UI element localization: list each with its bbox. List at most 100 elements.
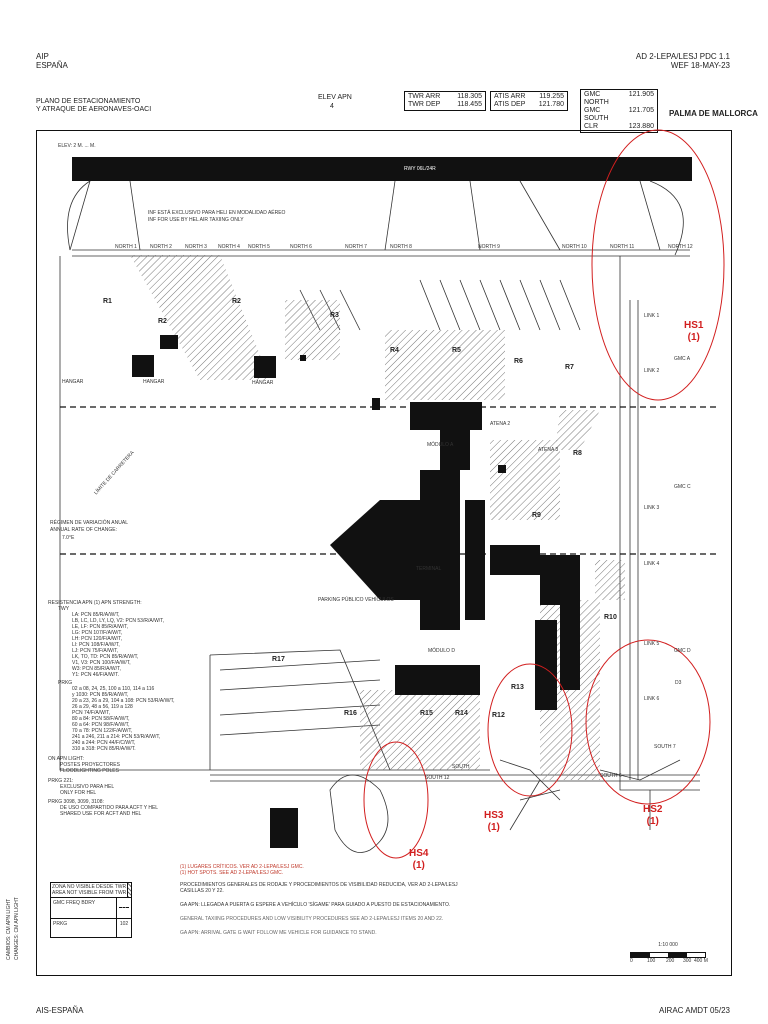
twy-strength-line: Y1: PCN 46/F/A/W/T. <box>72 672 119 678</box>
scale-tick: 100 <box>647 958 656 964</box>
hotspot-circles <box>363 129 725 859</box>
legend-dash-swatch <box>116 898 131 918</box>
taxiway-north-12: NORTH 12 <box>668 244 693 250</box>
link-4: LINK 4 <box>644 561 660 567</box>
hotspot-id: HS1 <box>684 320 704 331</box>
gmc-d-label: GMC D <box>674 648 691 654</box>
d3-label: D3 <box>675 680 682 686</box>
stand-r17: R17 <box>272 656 285 663</box>
footer-amendment: AIRAC AMDT 05/23 <box>659 1006 730 1015</box>
freq-value: 121.905 <box>628 91 654 98</box>
terminal-module-a <box>410 402 482 430</box>
scale-bar-graphic <box>630 952 706 958</box>
elev-apn-label: ELEV APN <box>318 94 352 101</box>
legend-box: ZONA NO VISIBLE DESDE TWR AREA NOT VISIB… <box>50 882 132 938</box>
south-12: SOUTH 12 <box>425 775 450 781</box>
hs4-circle <box>363 741 429 859</box>
legend-row-text: ZONA NO VISIBLE DESDE TWR AREA NOT VISIB… <box>51 883 127 897</box>
legend-hatch-swatch <box>127 883 131 897</box>
freq-name: ATIS DEP <box>494 101 526 108</box>
side-changes-en: CHANGES: CM APN LIGHT <box>14 897 20 960</box>
prkg-strength-line: y 1030: PCN 85/R/A/W/T, <box>72 692 129 698</box>
footer-publisher: AIS-ESPAÑA <box>36 1006 84 1015</box>
freq-value: 118.455 <box>457 101 482 108</box>
legend-row-not-visible: ZONA NO VISIBLE DESDE TWR AREA NOT VISIB… <box>51 883 131 898</box>
taxiway-north-3: NORTH 3 <box>185 244 207 250</box>
terminal-label: TERMINAL <box>416 566 442 572</box>
freq-name: TWR DEP <box>408 101 441 108</box>
stand-r6: R6 <box>514 358 523 365</box>
legend-text: GMC FREQ BDRY <box>53 900 96 906</box>
twy-strength-line: W3: PCN 85/R/A/W/T, <box>72 666 121 672</box>
freq-value: 118.305 <box>457 93 482 100</box>
hatched-areas <box>130 255 625 780</box>
link-6: LINK 6 <box>644 696 660 702</box>
clr-row: CLR 123.880 <box>584 123 654 131</box>
map-linework <box>59 157 720 853</box>
hs1-circle <box>591 129 725 401</box>
hotspot-hs2[interactable]: HS2(1) <box>643 804 662 828</box>
runway <box>72 157 692 181</box>
stand-r1: R1 <box>103 298 112 305</box>
taxiway-north-6: NORTH 6 <box>290 244 312 250</box>
variation-value: 7.0°E <box>62 535 75 541</box>
link-3: LINK 3 <box>644 505 660 511</box>
country-label: ESPAÑA <box>36 61 68 70</box>
scale-tick: 400 M <box>694 958 708 964</box>
strength-panel: RESISTENCIA APN (1) APN STRENGTH: TWY LA… <box>48 600 198 817</box>
twy-strength-line: LB, LC, LD, LY, LQ, V2: PCN 53/R/A/W/T, <box>72 618 165 624</box>
legend-row-gmc: GMC FREQ BDRY <box>51 898 131 919</box>
link-2: LINK 2 <box>644 368 660 374</box>
hangar-label-3: HANGAR <box>252 380 274 386</box>
hotspot-hs1[interactable]: HS1(1) <box>684 320 703 344</box>
freq-name: CLR <box>584 123 599 130</box>
hangar-block-1 <box>132 355 154 377</box>
twy-strength-line: LE, LF: PCN 85/R/A/W/T, <box>72 624 129 630</box>
twy-strength-line: LG: PCN 107/F/A/W/T, <box>72 630 123 636</box>
hotspot-ref: (1) <box>487 822 500 833</box>
stand-r14: R14 <box>455 710 468 717</box>
gmc-a-label: GMC A <box>674 356 691 362</box>
stand-r7: R7 <box>565 364 574 371</box>
aip-label: AIP <box>36 52 49 61</box>
prkg-strength-line: 20 a 23, 26 a 29, 104 a 108: PCN 53/R/A/… <box>72 698 175 704</box>
taxiway-north-1: NORTH 1 <box>115 244 137 250</box>
chart-frame <box>36 130 732 976</box>
prkg3098-es: DE USO COMPARTIDO PARA ACFT Y HEL <box>60 805 159 811</box>
hotspot-hs3[interactable]: HS3(1) <box>484 810 503 834</box>
elev-note: ELEV: 2 M. ... M. <box>58 143 96 149</box>
south-label: SOUTH <box>452 764 470 770</box>
side-changes-es: CAMBIOS: CM APN LIGHT <box>6 898 12 960</box>
buildings <box>132 335 580 848</box>
twr-arr-row: TWR ARR 118.305 <box>408 93 482 101</box>
document-reference: AD 2-LEPA/LESJ PDC 1.1 <box>635 52 730 61</box>
freq-value: 121.780 <box>538 101 564 108</box>
prkg3098-en: SHARED USE FOR ACFT AND HEL <box>60 811 142 817</box>
stand-r15: R15 <box>420 710 433 717</box>
prkg-strength-line: 310 a 318: PCN 85/R/A/W/T. <box>72 746 136 752</box>
stand-r10: R10 <box>604 614 617 621</box>
variation-es: RÉGIMEN DE VARIACIÓN ANUAL <box>50 520 128 526</box>
freq-name: ATIS ARR <box>494 93 526 100</box>
apron-note-es: INF ESTÁ EXCLUSIVO PARA HELI EN MODALIDA… <box>148 210 286 216</box>
freq-name: TWR ARR <box>408 93 441 100</box>
south-7: SOUTH 7 <box>654 744 676 750</box>
atena-3-label: ATENA 3 <box>538 447 559 453</box>
freq-name: GMC SOUTH <box>584 107 609 122</box>
twy-strength-line: LJ: PCN 75/F/A/W/T, <box>72 648 119 654</box>
hotspot-hs4[interactable]: HS4(1) <box>409 848 428 872</box>
twr-dep-row: TWR DEP 118.455 <box>408 101 482 109</box>
legend-row-prkg: PRKG 102 <box>51 919 131 937</box>
prkg-strength-line: 240 a 244: PCN 44/F/C/W/T, <box>72 740 136 746</box>
prkg3098-title: PRKG 3098, 3099, 3108: <box>48 799 104 805</box>
prkg221-title: PRKG 221: <box>48 778 74 784</box>
procedures-note-en: GENERAL TAXIING PROCEDURES AND LOW VISIB… <box>180 916 444 922</box>
freq-value: 123.880 <box>628 123 654 130</box>
legend-text: PRKG <box>53 921 68 927</box>
